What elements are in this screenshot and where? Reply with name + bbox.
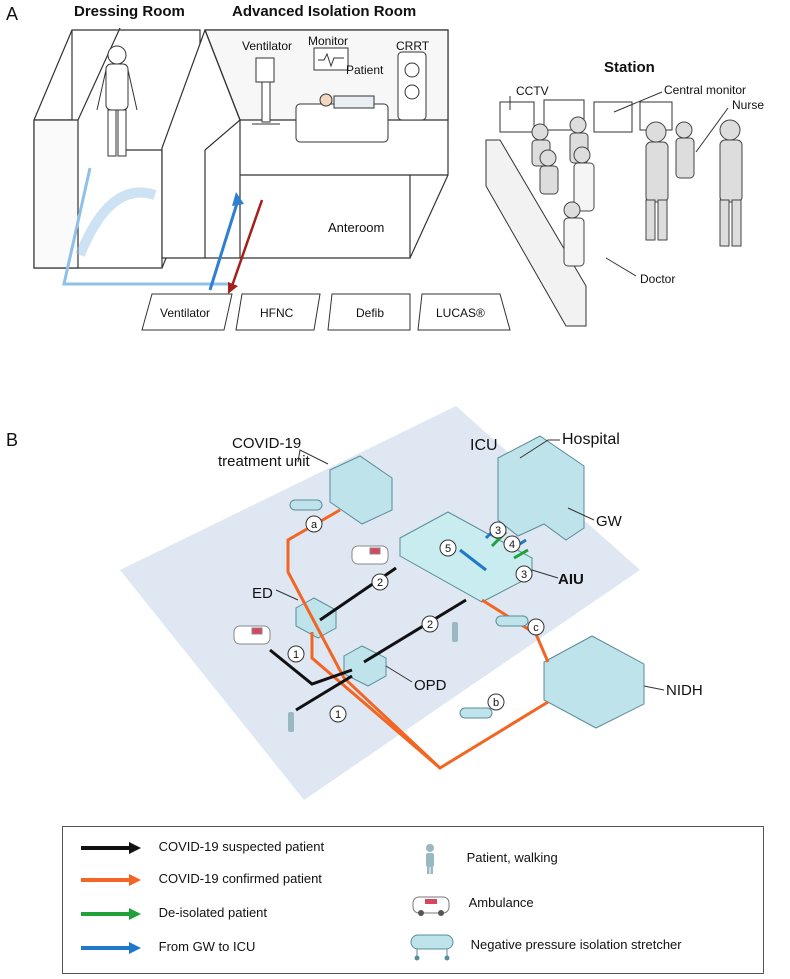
equipment-label-lucas: LUCAS®: [436, 306, 485, 320]
equipment-row: [141, 293, 511, 331]
legend-item-ambulance: Ambulance: [411, 891, 534, 917]
walking-patient-icon: [426, 844, 434, 874]
marker-3-upper: 3: [495, 525, 501, 537]
legend-item-stretcher: Negative pressure isolation stretcher: [407, 931, 682, 961]
panel-b-illustration: B: [6, 406, 703, 800]
legend-label-stretcher: Negative pressure isolation stretcher: [470, 937, 682, 953]
aiu-label: AIU: [558, 571, 584, 588]
station-callout-lines: [509, 91, 729, 277]
ed-label: ED: [252, 585, 273, 602]
covid-treatment-unit-building: [329, 455, 393, 525]
dressing-room: [33, 27, 201, 269]
isolation-room-title: Advanced Isolation Room: [232, 3, 416, 20]
legend-label-walking: Patient, walking: [466, 850, 558, 866]
legend-item-deisolated: De-isolated patient: [79, 905, 267, 921]
legend-label-ambulance: Ambulance: [468, 895, 534, 911]
equipment-label-ventilator: Ventilator: [160, 306, 210, 320]
stretcher-icon-a: [289, 499, 323, 511]
cctv-label: CCTV: [516, 84, 549, 98]
legend-item-suspected: COVID-19 suspected patient: [79, 839, 324, 855]
marker-a: a: [311, 519, 318, 531]
nidh-label: NIDH: [666, 682, 703, 699]
ventilator-label: Ventilator: [242, 39, 292, 53]
legend-item-walking: Patient, walking: [419, 843, 558, 875]
central-monitor-label: Central monitor: [664, 83, 746, 97]
marker-2-ed: 2: [377, 577, 383, 589]
anteroom-label: Anteroom: [328, 220, 384, 235]
walking-patient-icon-1: [288, 712, 294, 732]
doctor-label: Doctor: [640, 272, 675, 286]
monitor-device-icon: [313, 47, 349, 71]
orange-arrow-icon: [81, 873, 141, 886]
icu-label: ICU: [470, 437, 498, 454]
ventilator-machine-icon: [252, 57, 280, 125]
legend-label-gw-to-icu: From GW to ICU: [158, 939, 256, 954]
monitor-label: Monitor: [308, 34, 348, 48]
green-arrow-icon: [81, 907, 141, 920]
gw-label: GW: [596, 513, 623, 530]
marker-1-opd: 1: [335, 709, 341, 721]
dressing-room-title: Dressing Room: [74, 3, 185, 20]
ambulance-icon-2: [233, 625, 271, 645]
black-arrow-icon: [81, 841, 141, 854]
panel-a-illustration: A Dressing Room Advanced Isolation Room: [6, 3, 764, 331]
marker-circles: [287, 515, 545, 723]
patient-bed-icon: [295, 93, 389, 143]
nurse-label: Nurse: [732, 98, 764, 112]
covid-unit-label-line2: treatment unit: [218, 453, 311, 470]
ambulance-icon: [412, 896, 450, 916]
equipment-label-defib: Defib: [356, 306, 384, 320]
legend-label-confirmed: COVID-19 confirmed patient: [158, 871, 322, 886]
crrt-label: CRRT: [396, 39, 430, 53]
marker-4: 4: [509, 539, 515, 551]
nidh-building: [543, 635, 645, 729]
ambulance-icon-1: [351, 545, 389, 565]
stretcher-icon: [410, 934, 454, 961]
covid-unit-label-line1: COVID-19: [232, 435, 301, 452]
legend: COVID-19 suspected patient COVID-19 conf…: [62, 826, 764, 974]
blue-arrow-icon: [81, 941, 141, 954]
hospital-label: Hospital: [562, 431, 620, 448]
walking-patient-icon-2: [452, 622, 458, 642]
stretcher-icon-b: [459, 707, 493, 719]
opd-label: OPD: [414, 677, 447, 694]
crrt-machine-icon: [397, 51, 427, 121]
marker-c: c: [533, 622, 539, 634]
marker-5: 5: [445, 543, 451, 555]
protective-suit-person-icon: [96, 45, 138, 157]
panel-b-letter: B: [6, 430, 18, 450]
hospital-building: [497, 435, 585, 541]
equipment-label-hfnc: HFNC: [260, 306, 294, 320]
legend-item-gw-to-icu: From GW to ICU: [79, 939, 255, 955]
marker-3-lower: 3: [521, 569, 527, 581]
marker-b: b: [493, 697, 499, 709]
legend-label-deisolated: De-isolated patient: [158, 905, 268, 920]
marker-1-ed: 1: [293, 649, 299, 661]
legend-label-suspected: COVID-19 suspected patient: [158, 839, 325, 854]
marker-2-opd: 2: [427, 619, 433, 631]
panel-a-letter: A: [6, 4, 18, 24]
panel-b-callouts: [275, 439, 665, 691]
staff-group-icon: [531, 116, 743, 267]
dressing-path-arrows: [62, 167, 264, 294]
legend-item-confirmed: COVID-19 confirmed patient: [79, 871, 322, 887]
station-title: Station: [604, 59, 655, 76]
patient-label: Patient: [346, 63, 384, 77]
stretcher-icon-c: [495, 615, 529, 627]
